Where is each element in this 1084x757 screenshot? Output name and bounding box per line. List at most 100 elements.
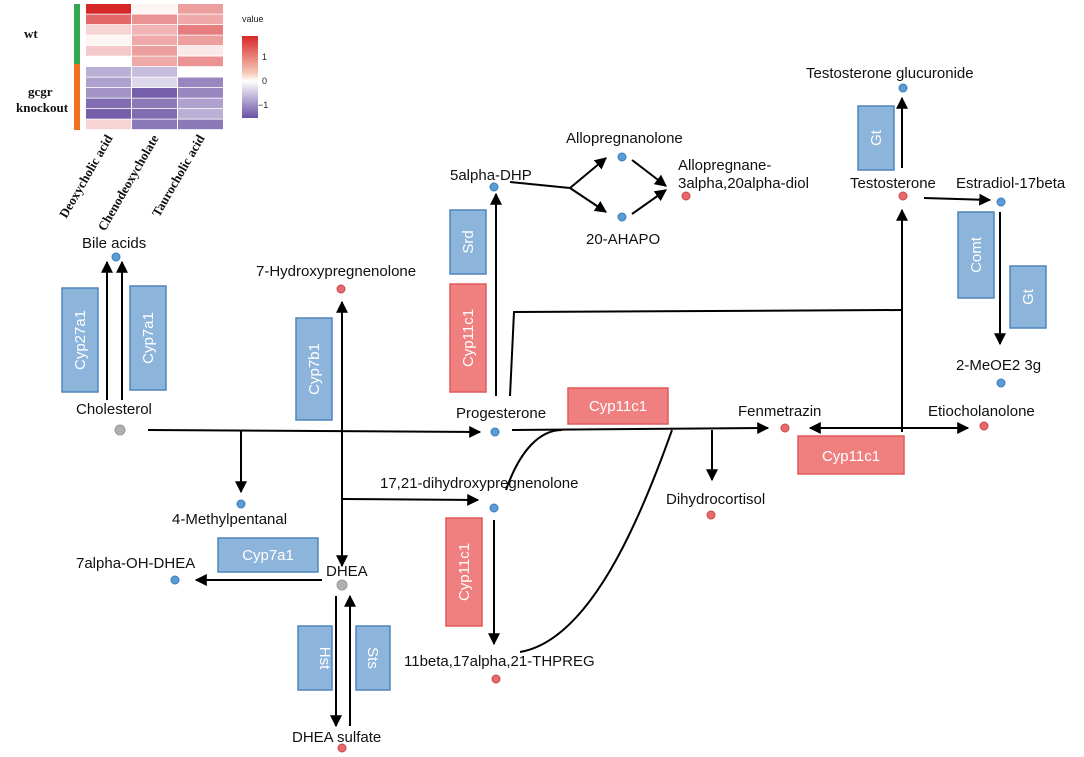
enzyme-label: Sts bbox=[364, 647, 381, 669]
heatmap-cell bbox=[86, 67, 131, 77]
heatmap-cell bbox=[178, 4, 223, 14]
heatmap-cell bbox=[132, 46, 177, 56]
node-etiocholanolone bbox=[979, 421, 989, 431]
label-dihydroxypregnenolone: 17,21-dihydroxypregnenolone bbox=[380, 475, 578, 492]
node-progesterone bbox=[490, 427, 500, 437]
heatmap-cell bbox=[178, 119, 223, 130]
heatmap-cell bbox=[178, 109, 223, 119]
label-thpreg: 11beta,17alpha,21-THPREG bbox=[404, 653, 595, 670]
enzyme-label: Cyp7a1 bbox=[242, 547, 294, 564]
label-methylpentanal: 4-Methylpentanal bbox=[172, 511, 287, 528]
heatmap-cell bbox=[86, 35, 131, 46]
heatmap-cell bbox=[132, 4, 177, 14]
wt-group-bar bbox=[74, 4, 80, 64]
label-estradiol: Estradiol-17beta bbox=[956, 175, 1066, 192]
label-allopregnane-diol-line1: Allopregnane- bbox=[678, 157, 771, 174]
heatmap-cell bbox=[86, 4, 131, 14]
enzyme-cyp7a1-bottom: Cyp7a1 bbox=[217, 537, 319, 573]
enzyme-comt: Comt bbox=[957, 211, 995, 299]
metabolite-labels: Bile acids Cholesterol 7-Hydroxypregneno… bbox=[76, 65, 1066, 746]
node-dhea-sulfate bbox=[337, 743, 347, 753]
heatmap-cell bbox=[86, 46, 131, 56]
heatmap-cell bbox=[178, 25, 223, 35]
heatmap-cell bbox=[178, 88, 223, 98]
heatmap-cell bbox=[132, 25, 177, 35]
node-fenmetrazin bbox=[780, 423, 790, 433]
metabolite-nodes bbox=[111, 83, 1006, 753]
enzyme-cyp27a1: Cyp27a1 bbox=[61, 287, 99, 393]
label-cholesterol: Cholesterol bbox=[76, 401, 152, 418]
heatmap-cell bbox=[178, 77, 223, 88]
node-testosterone-glucuronide bbox=[898, 83, 908, 93]
heatmap-cell bbox=[132, 14, 177, 25]
enzyme-cyp11c1-a: Cyp11c1 bbox=[449, 283, 487, 393]
enzyme-gt-top: Gt bbox=[857, 105, 895, 171]
heatmap-cell bbox=[132, 56, 177, 67]
enzyme-cyp11c1-b: Cyp11c1 bbox=[567, 387, 669, 425]
enzyme-label: Cyp11c1 bbox=[589, 398, 647, 415]
label-oh-dhea: 7alpha-OH-DHEA bbox=[76, 555, 195, 572]
edge-split-allopregnanolone bbox=[569, 157, 607, 189]
enzyme-sts: Sts bbox=[355, 625, 391, 691]
heatmap-cell bbox=[86, 119, 131, 130]
enzyme-label: Cyp11c1 bbox=[456, 543, 473, 601]
enzyme-label: Srd bbox=[460, 230, 477, 253]
heatmap-cell bbox=[132, 98, 177, 109]
heatmap-cell bbox=[132, 109, 177, 119]
heatmap-row-label-wt: wt bbox=[24, 26, 38, 41]
enzyme-label: Cyp11c1 bbox=[822, 448, 880, 465]
heatmap-cell bbox=[132, 88, 177, 98]
edge-dhp-split bbox=[509, 181, 571, 189]
node-allopregnane-diol bbox=[681, 191, 691, 201]
enzyme-hst: Hst bbox=[297, 625, 333, 691]
edge-curve-dihydroxy-progesterone bbox=[505, 429, 563, 491]
heatmap-cell bbox=[86, 77, 131, 88]
node-dhea bbox=[336, 579, 348, 591]
heatmap-cell bbox=[86, 88, 131, 98]
label-bile-acids: Bile acids bbox=[82, 235, 146, 252]
heatmap-legend: value 1 0 −1 bbox=[242, 14, 268, 118]
heatmap-cells bbox=[86, 4, 223, 130]
node-cholesterol bbox=[114, 424, 126, 436]
enzyme-label: Cyp7b1 bbox=[306, 343, 323, 395]
edge-testosterone-estradiol bbox=[923, 193, 992, 206]
heatmap-row-label-knockout-line1: gcgr bbox=[28, 84, 53, 99]
heatmap-cell bbox=[132, 77, 177, 88]
node-testosterone bbox=[898, 191, 908, 201]
enzyme-label: Cyp11c1 bbox=[460, 309, 477, 367]
heatmap: wt gcgr knockout Deoxycholic acidChenode… bbox=[16, 4, 268, 233]
legend-title: value bbox=[242, 14, 264, 24]
label-etiocholanolone: Etiocholanolone bbox=[928, 403, 1035, 420]
edge-allopregnanolone-diol bbox=[631, 159, 667, 187]
pathway-edges bbox=[101, 96, 1006, 728]
enzyme-label: Cyp7a1 bbox=[140, 312, 157, 364]
edge-ahapo-diol bbox=[631, 189, 667, 215]
heatmap-cell bbox=[178, 67, 223, 77]
label-dhea: DHEA bbox=[326, 563, 368, 580]
heatmap-cell bbox=[86, 56, 131, 67]
node-hydroxypregnenolone bbox=[336, 284, 346, 294]
heatmap-cell bbox=[86, 25, 131, 35]
enzyme-cyp7b1: Cyp7b1 bbox=[295, 317, 333, 421]
legend-colorbar bbox=[242, 36, 258, 118]
label-progesterone: Progesterone bbox=[456, 405, 546, 422]
label-allopregnane-diol-line2: 3alpha,20alpha-diol bbox=[678, 175, 809, 192]
node-oh-dhea bbox=[170, 575, 180, 585]
node-bile-acids bbox=[111, 252, 121, 262]
legend-tick-minus1: −1 bbox=[258, 100, 268, 110]
node-methylpentanal bbox=[236, 499, 246, 509]
label-dhp: 5alpha-DHP bbox=[450, 167, 532, 184]
enzyme-cyp11c1-d: Cyp11c1 bbox=[797, 435, 905, 475]
legend-tick-0: 0 bbox=[262, 76, 267, 86]
enzyme-label: Gt bbox=[868, 129, 885, 146]
label-fenmetrazin: Fenmetrazin bbox=[738, 403, 821, 420]
enzyme-label: Comt bbox=[968, 236, 985, 273]
edge-progesterone-testosterone bbox=[509, 309, 903, 397]
enzyme-cyp7a1-top: Cyp7a1 bbox=[129, 285, 167, 391]
label-hydroxypregnenolone: 7-Hydroxypregnenolone bbox=[256, 263, 416, 280]
node-meoe2 bbox=[996, 378, 1006, 388]
heatmap-cell bbox=[86, 109, 131, 119]
node-estradiol bbox=[996, 197, 1006, 207]
knockout-group-bar bbox=[74, 64, 80, 130]
